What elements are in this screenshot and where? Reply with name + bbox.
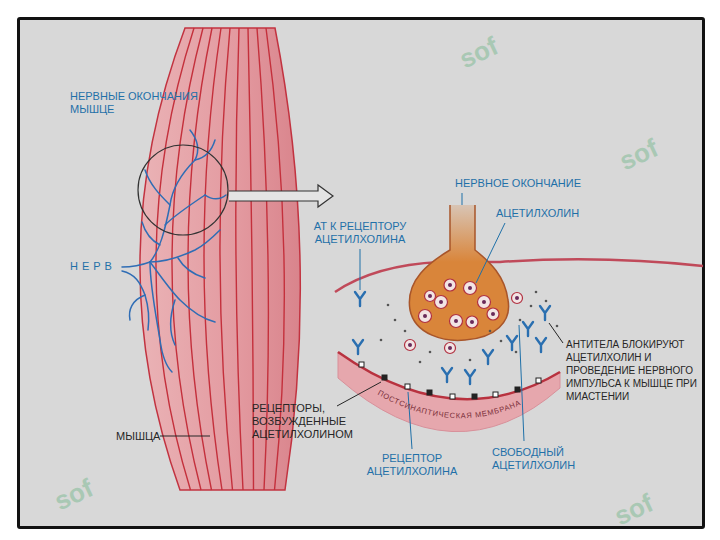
part-label: НЕРВНОЕ ОКОНЧАНИЕ <box>455 177 581 190</box>
part-label: СВОБОДНЫЙ АЦЕТИЛХОЛИН <box>492 446 592 472</box>
nerve-terminal <box>409 205 508 340</box>
nerve-branches <box>122 130 226 372</box>
receptors <box>359 362 541 399</box>
leader-lines <box>160 193 563 449</box>
part-label: АЦЕТИЛХОЛИН <box>496 207 579 220</box>
membrane-label: ПОСТСИНАПТИЧЕСКАЯ МЕМБРАНА <box>376 388 522 420</box>
membrane-text-path <box>345 369 555 415</box>
postsynaptic-membrane-edge <box>338 352 560 399</box>
zoom-arrow <box>229 185 333 207</box>
part-label: АТ К РЕЦЕПТОРУ АЦЕТИЛХОЛИНА <box>300 220 420 246</box>
free-acetylcholine <box>380 291 559 364</box>
membrane-label-text: ПОСТСИНАПТИЧЕСКАЯ МЕМБРАНА <box>376 388 522 420</box>
acetylcholine-dots <box>408 283 519 350</box>
part-label: НЕРВ <box>70 260 116 273</box>
presynaptic-membrane <box>335 259 703 292</box>
vesicles <box>405 279 523 354</box>
postsynaptic-membrane <box>338 352 560 432</box>
part-label: РЕЦЕПТОРЫ, ВОЗБУЖДЕННЫЕ АЦЕТИЛХОЛИНОМ <box>252 402 364 441</box>
part-label: МЫШЦА <box>116 430 160 443</box>
note-label: АНТИТЕЛА БЛОКИРУЮТ АЦЕТИЛХОЛИН И ПРОВЕДЕ… <box>566 338 700 403</box>
part-label: РЕЦЕПТОР АЦЕТИЛХОЛИНА <box>357 452 467 478</box>
region-label: НЕРВНЫЕ ОКОНЧАНИЯ МЫШЦЕ <box>70 90 205 116</box>
zoom-circle <box>138 145 228 235</box>
